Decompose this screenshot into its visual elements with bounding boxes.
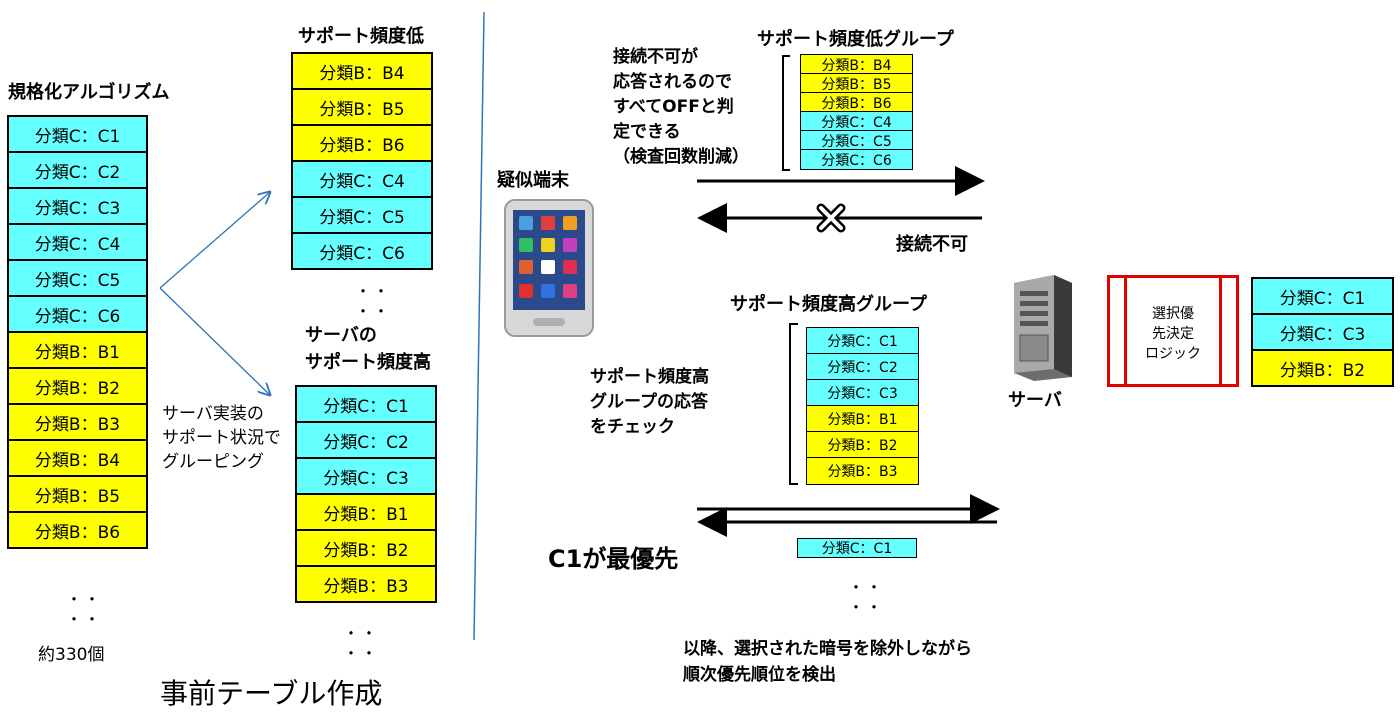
cipher-item: 分類B：B6 bbox=[7, 511, 148, 549]
cipher-item: 分類C：C1 bbox=[1251, 277, 1394, 315]
cipher-item: 分類C：C3 bbox=[806, 379, 919, 407]
selection-logic-box: 選択優 先決定 ロジック bbox=[1107, 275, 1239, 387]
cipher-item: 分類C：C3 bbox=[1251, 313, 1394, 351]
low-group-note: 接続不可が 応答されるので すべてOFFと判 定できる （検査回数削減） bbox=[613, 47, 749, 167]
refused-label: 接続不可 bbox=[896, 234, 968, 255]
low-group-brace bbox=[782, 55, 790, 171]
cipher-item: 分類B：B1 bbox=[295, 493, 437, 531]
algorithm-count: 約330個 bbox=[38, 645, 105, 665]
cipher-item: 分類B：B6 bbox=[800, 92, 913, 113]
section-divider bbox=[473, 11, 485, 641]
cipher-item: 分類C：C6 bbox=[7, 295, 148, 333]
grouping-note: サーバ実装の サポート状況で グルーピング bbox=[162, 404, 281, 472]
cipher-item: 分類B：B2 bbox=[7, 367, 148, 405]
high-list-dots: ・・ ・・ bbox=[343, 624, 380, 663]
cipher-item: 分類B：B2 bbox=[295, 529, 437, 567]
cipher-item: 分類C：C2 bbox=[295, 421, 437, 459]
cipher-item: 分類B：B3 bbox=[7, 403, 148, 441]
high-group-note: サポート頻度高 グループの応答 をチェック bbox=[590, 367, 709, 437]
terminal-label: 疑似端末 bbox=[497, 170, 569, 191]
cipher-item: 分類B：B5 bbox=[800, 73, 913, 94]
cipher-item: 分類C：C4 bbox=[800, 111, 913, 132]
server-label: サーバ bbox=[1008, 390, 1062, 411]
low-list-dots: ・・ ・・ bbox=[355, 282, 392, 321]
cipher-item: 分類C：C5 bbox=[291, 196, 433, 234]
footer-left: 事前テーブル作成 bbox=[160, 677, 383, 710]
low-group-title: サポート頻度低グループ bbox=[757, 29, 954, 50]
cipher-item: 分類C：C1 bbox=[806, 327, 919, 355]
cipher-item: 分類C：C2 bbox=[806, 353, 919, 381]
right-dots: ・・ ・・ bbox=[848, 578, 885, 617]
smartphone-icon bbox=[503, 198, 595, 338]
cipher-item: 分類B：B1 bbox=[806, 405, 919, 433]
cipher-item: 分類B：B5 bbox=[291, 88, 433, 126]
left-title: 規格化アルゴリズム bbox=[8, 82, 170, 103]
cipher-item: 分類B：B4 bbox=[7, 439, 148, 477]
cipher-item: 分類B：B2 bbox=[806, 431, 919, 459]
cipher-item: 分類C：C6 bbox=[800, 149, 913, 170]
arrow-to-low-list bbox=[159, 192, 270, 289]
cipher-item: 分類B：B3 bbox=[806, 457, 919, 485]
cipher-item: 分類B：B3 bbox=[295, 565, 437, 603]
cipher-item: 分類C：C6 bbox=[291, 232, 433, 270]
cross-icon bbox=[816, 203, 846, 233]
arrow-to-high-list bbox=[159, 287, 270, 395]
cipher-item: 分類B：B5 bbox=[7, 475, 148, 513]
cipher-item: 分類C：C4 bbox=[7, 223, 148, 261]
low-list-title: サポート頻度低 bbox=[298, 26, 424, 47]
cipher-item: 分類C：C5 bbox=[800, 130, 913, 151]
high-group-title: サポート頻度高グループ bbox=[730, 294, 927, 315]
cipher-item: 分類B：B4 bbox=[291, 52, 433, 90]
cipher-item: 分類C：C3 bbox=[7, 187, 148, 225]
high-list-title: サーバの サポート頻度高 bbox=[305, 325, 431, 373]
response-item: 分類C：C1 bbox=[797, 538, 917, 558]
cipher-item: 分類C：C3 bbox=[295, 457, 437, 495]
cipher-item: 分類B：B4 bbox=[800, 54, 913, 75]
cipher-item: 分類B：B1 bbox=[7, 331, 148, 369]
cipher-item: 分類B：B2 bbox=[1251, 349, 1394, 387]
cipher-item: 分類C：C5 bbox=[7, 259, 148, 297]
cipher-item: 分類B：B6 bbox=[291, 124, 433, 162]
left-dots: ・・ ・・ bbox=[66, 590, 103, 629]
priority-text: C1が最優先 bbox=[548, 545, 679, 573]
logic-label: 選択優 先決定 ロジック bbox=[1145, 306, 1201, 362]
cipher-item: 分類C：C4 bbox=[291, 160, 433, 198]
footer-right: 以降、選択された暗号を除外しながら 順次優先順位を検出 bbox=[683, 639, 972, 685]
cipher-item: 分類C：C1 bbox=[295, 385, 437, 423]
cipher-item: 分類C：C2 bbox=[7, 151, 148, 189]
high-group-brace bbox=[789, 323, 798, 485]
server-icon bbox=[1006, 273, 1076, 383]
cipher-item: 分類C：C1 bbox=[7, 115, 148, 153]
